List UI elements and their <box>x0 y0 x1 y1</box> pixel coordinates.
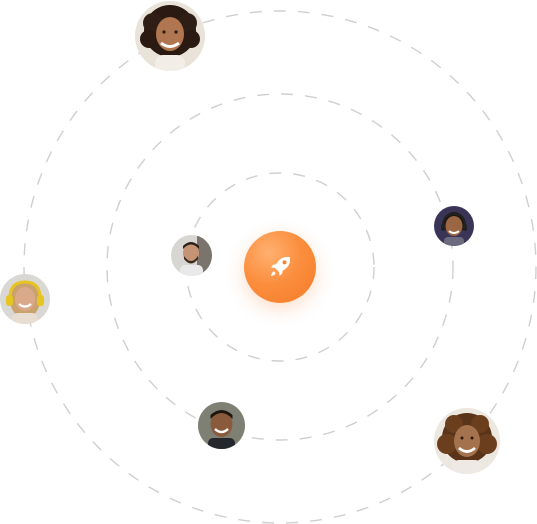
person-avatar-icon <box>0 274 50 324</box>
middle-orbit-ring <box>106 93 454 441</box>
person-avatar-icon <box>198 402 245 449</box>
avatar-man-headset-right <box>434 206 474 246</box>
person-avatar-icon <box>434 408 500 474</box>
avatar-woman-curly-hair-top <box>135 1 205 71</box>
person-avatar-icon <box>171 235 212 276</box>
avatar-woman-curly-hair-bottom-right <box>434 408 500 474</box>
outer-orbit-ring <box>23 10 537 524</box>
avatar-man-smiling-bottom <box>198 402 245 449</box>
person-avatar-icon <box>135 1 205 71</box>
person-avatar-icon <box>434 206 474 246</box>
avatar-man-beard-inner <box>171 235 212 276</box>
rocket-icon <box>271 257 290 276</box>
center-rocket-badge <box>244 231 316 303</box>
avatar-woman-headphones-left <box>0 274 50 324</box>
